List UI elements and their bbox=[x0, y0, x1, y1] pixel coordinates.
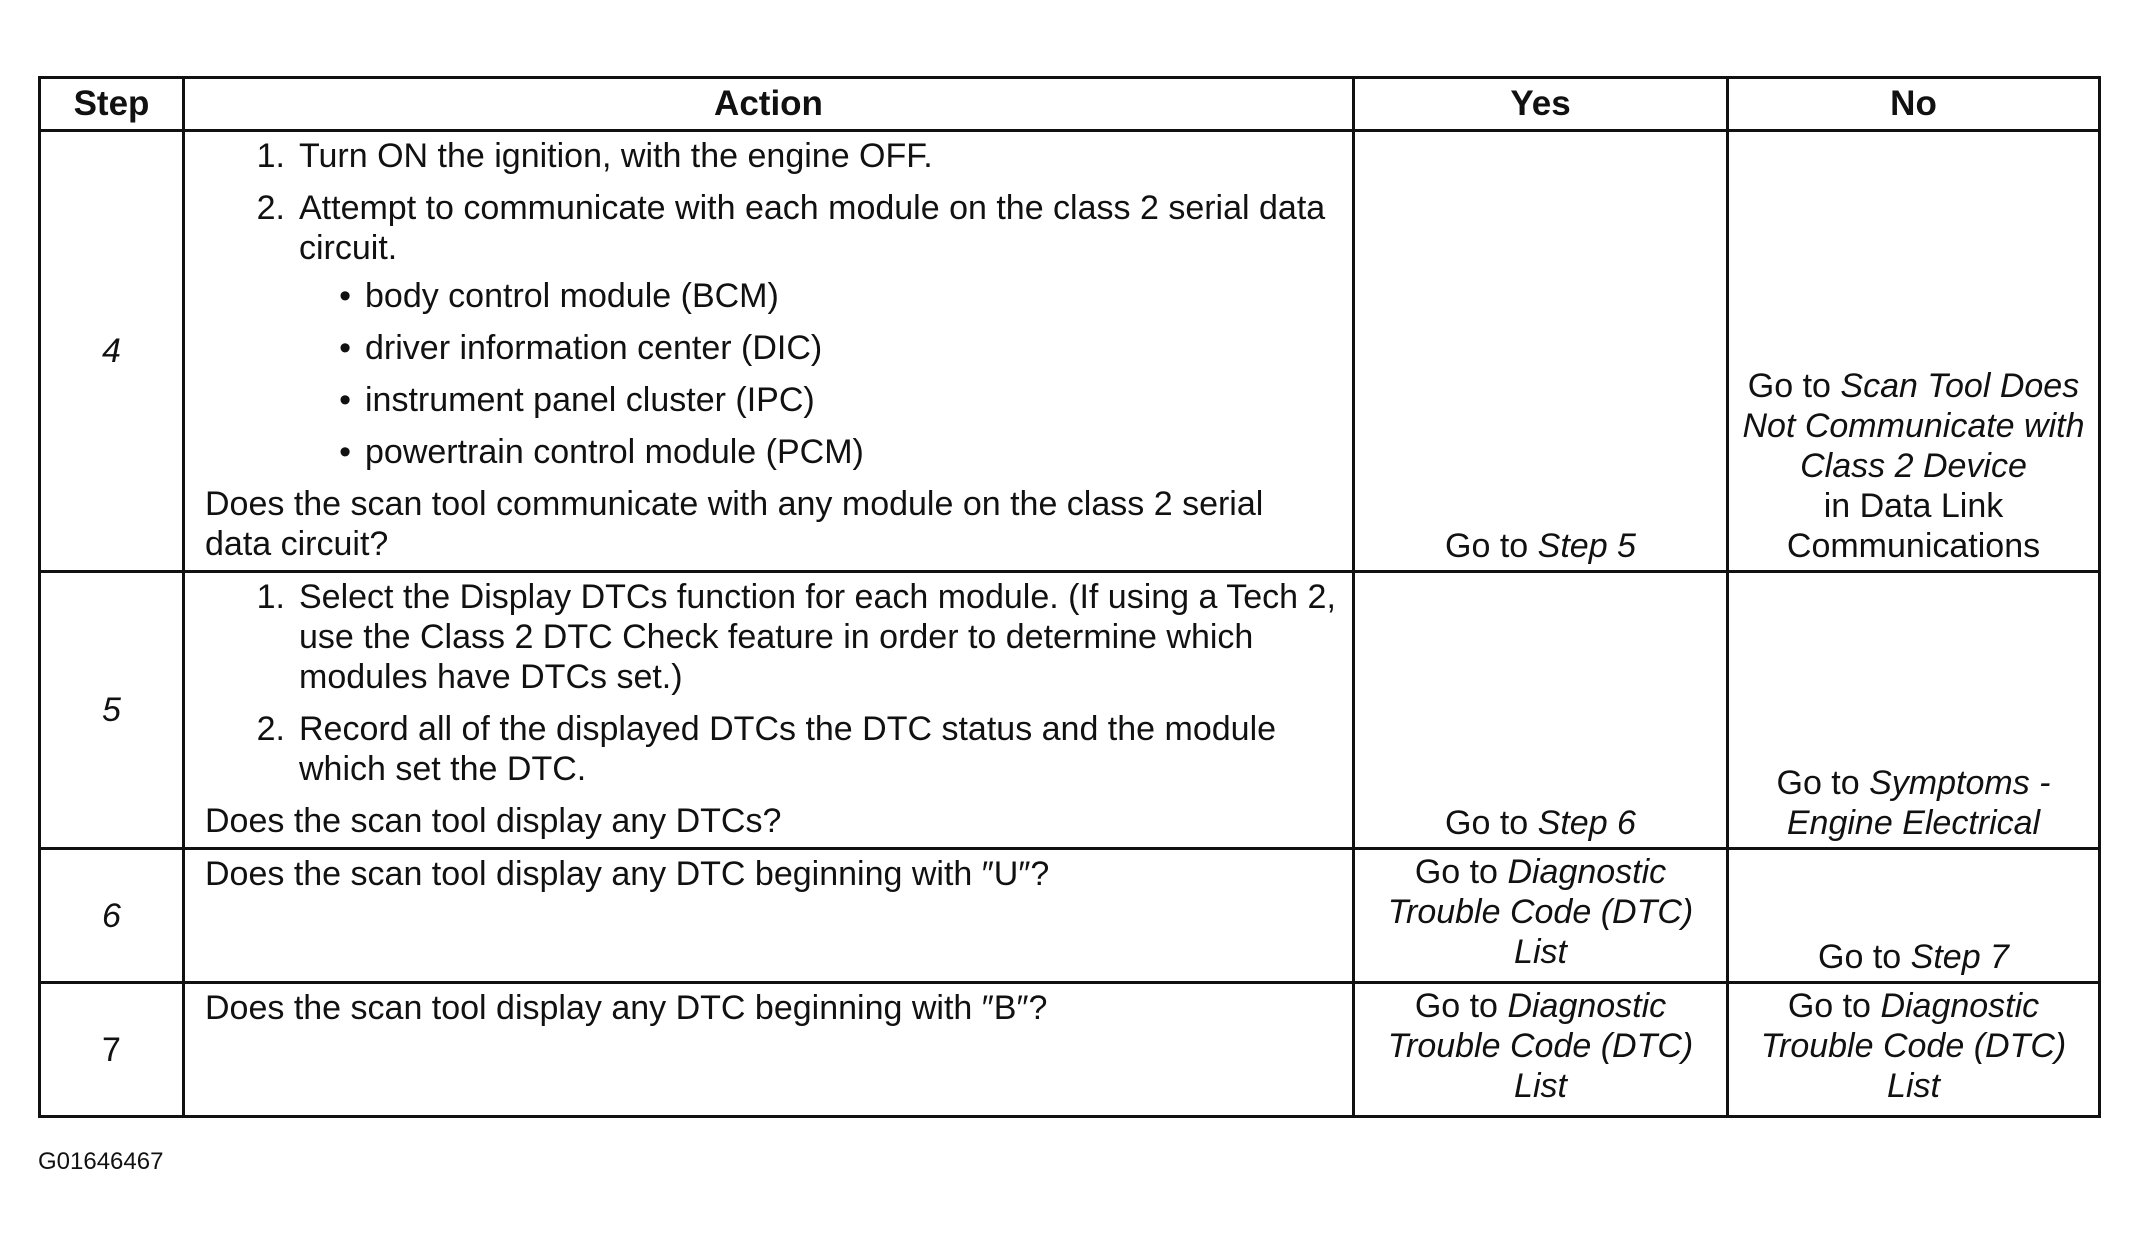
action-item-text: Turn ON the ignition, with the engine OF… bbox=[299, 137, 933, 175]
bullet-icon: • bbox=[339, 277, 351, 315]
table-row-step-7: 7 Does the scan tool display any DTC beg… bbox=[38, 981, 2101, 1118]
table-row-step-5: 5 1. Select the Display DTCs function fo… bbox=[38, 570, 2101, 850]
action-cell: Does the scan tool display any DTC begin… bbox=[182, 847, 1355, 984]
header-step: Step bbox=[38, 76, 185, 132]
header-yes: Yes bbox=[1352, 76, 1729, 132]
bullet-icon: • bbox=[339, 329, 351, 367]
module-bullet-item: • driver information center (DIC) bbox=[199, 328, 1338, 368]
step-number: 5 bbox=[38, 570, 185, 850]
action-item: 2. Attempt to communicate with each modu… bbox=[199, 188, 1338, 268]
yes-result: Go to Step 6 bbox=[1352, 570, 1729, 850]
yes-prefix: Go to bbox=[1445, 527, 1529, 565]
action-cell: Does the scan tool display any DTC begin… bbox=[182, 981, 1355, 1118]
module-name: body control module (BCM) bbox=[365, 277, 779, 315]
yes-prefix: Go to bbox=[1445, 804, 1529, 842]
action-question: Does the scan tool display any DTC begin… bbox=[205, 989, 1048, 1027]
header-action: Action bbox=[182, 76, 1355, 132]
module-bullet-item: • body control module (BCM) bbox=[199, 276, 1338, 316]
table-header-row: Step Action Yes No bbox=[38, 76, 2101, 132]
action-question: Does the scan tool communicate with any … bbox=[205, 485, 1264, 563]
no-prefix: Go to bbox=[1787, 987, 1871, 1025]
bullet-icon: • bbox=[339, 381, 351, 419]
action-question: Does the scan tool display any DTC begin… bbox=[205, 855, 1050, 893]
action-item-text: Record all of the displayed DTCs the DTC… bbox=[299, 710, 1277, 788]
module-bullet-item: • powertrain control module (PCM) bbox=[199, 432, 1338, 472]
module-name: instrument panel cluster (IPC) bbox=[365, 381, 815, 419]
module-bullet-item: • instrument panel cluster (IPC) bbox=[199, 380, 1338, 420]
step-number: 7 bbox=[38, 981, 185, 1118]
action-item-number: 2. bbox=[256, 189, 285, 227]
no-link[interactable]: Diagnostic Trouble Code (DTC) List bbox=[1760, 987, 2067, 1105]
no-result: Go to Symptoms - Engine Electrical bbox=[1726, 570, 2101, 850]
no-link[interactable]: Scan Tool Does Not Communicate with Clas… bbox=[1742, 367, 2085, 485]
yes-result: Go to Diagnostic Trouble Code (DTC) List bbox=[1352, 847, 1729, 984]
no-result: Go to Diagnostic Trouble Code (DTC) List bbox=[1726, 981, 2101, 1118]
yes-link[interactable]: Step 5 bbox=[1537, 527, 1636, 565]
figure-id: G01646467 bbox=[38, 1148, 164, 1175]
module-name: powertrain control module (PCM) bbox=[365, 433, 864, 471]
yes-result: Go to Step 5 bbox=[1352, 129, 1729, 573]
action-item-number: 1. bbox=[256, 137, 285, 175]
no-prefix: Go to bbox=[1818, 938, 1902, 976]
table-row-step-4: 4 1. Turn ON the ignition, with the engi… bbox=[38, 129, 2101, 573]
module-name: driver information center (DIC) bbox=[365, 329, 823, 367]
step-number: 6 bbox=[38, 847, 185, 984]
action-question: Does the scan tool display any DTCs? bbox=[205, 802, 782, 840]
action-cell: 1. Turn ON the ignition, with the engine… bbox=[182, 129, 1355, 573]
no-link[interactable]: Symptoms - Engine Electrical bbox=[1786, 764, 2051, 842]
yes-prefix: Go to bbox=[1414, 987, 1498, 1025]
no-prefix: Go to bbox=[1747, 367, 1831, 405]
table-row-step-6: 6 Does the scan tool display any DTC beg… bbox=[38, 847, 2101, 984]
step-number: 4 bbox=[38, 129, 185, 573]
action-list: 1. Turn ON the ignition, with the engine… bbox=[199, 136, 1338, 268]
action-item-text: Select the Display DTCs function for eac… bbox=[299, 578, 1336, 696]
action-item-number: 2. bbox=[256, 710, 285, 748]
action-item: 2. Record all of the displayed DTCs the … bbox=[199, 709, 1338, 789]
diagnostic-table: Step Action Yes No 4 1. Turn ON the igni… bbox=[38, 76, 2101, 1118]
yes-link[interactable]: Diagnostic Trouble Code (DTC) List bbox=[1387, 853, 1694, 971]
no-prefix: Go to bbox=[1776, 764, 1860, 802]
no-suffix: in Data Link Communications bbox=[1786, 487, 2041, 565]
header-no: No bbox=[1726, 76, 2101, 132]
module-bullet-list: • body control module (BCM) • driver inf… bbox=[199, 276, 1338, 472]
action-cell: 1. Select the Display DTCs function for … bbox=[182, 570, 1355, 850]
yes-prefix: Go to bbox=[1414, 853, 1498, 891]
yes-link[interactable]: Step 6 bbox=[1537, 804, 1636, 842]
action-list: 1. Select the Display DTCs function for … bbox=[199, 577, 1338, 789]
yes-result: Go to Diagnostic Trouble Code (DTC) List bbox=[1352, 981, 1729, 1118]
action-item-text: Attempt to communicate with each module … bbox=[299, 189, 1326, 267]
action-item: 1. Turn ON the ignition, with the engine… bbox=[199, 136, 1338, 176]
yes-link[interactable]: Diagnostic Trouble Code (DTC) List bbox=[1387, 987, 1694, 1105]
bullet-icon: • bbox=[339, 433, 351, 471]
action-item: 1. Select the Display DTCs function for … bbox=[199, 577, 1338, 697]
no-result: Go to Step 7 bbox=[1726, 847, 2101, 984]
no-link[interactable]: Step 7 bbox=[1910, 938, 2009, 976]
no-result: Go to Scan Tool Does Not Communicate wit… bbox=[1726, 129, 2101, 573]
action-item-number: 1. bbox=[256, 578, 285, 616]
